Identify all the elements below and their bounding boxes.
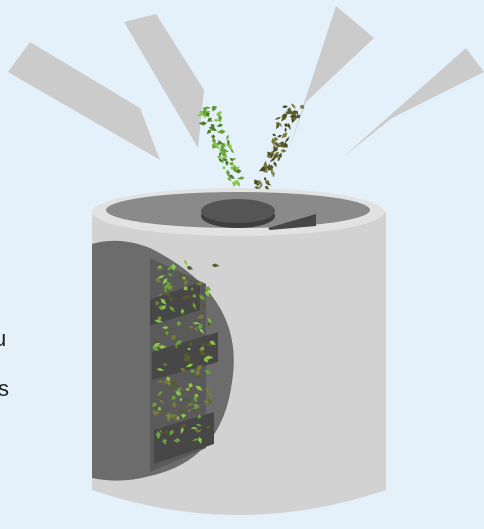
light-ray-icon [342, 48, 484, 158]
leaf-flake [284, 136, 289, 143]
leaf-flake [275, 117, 282, 120]
leaf-flake [272, 134, 276, 137]
leaf-flake [222, 166, 225, 169]
leaf-flake [215, 144, 220, 149]
leaf-flake [231, 176, 234, 179]
clipped-text-fragment: s [0, 378, 9, 400]
leaf-flake [300, 105, 304, 109]
leaf-flake [275, 152, 280, 155]
leaf-flake [230, 148, 234, 154]
green-herb-stream-icon [197, 106, 245, 187]
center-cap [201, 199, 275, 223]
herb-grinder-icon [92, 188, 386, 515]
leaf-flake [217, 129, 226, 134]
leaf-flake [229, 162, 233, 166]
leaf-flake [222, 152, 227, 156]
leaf-flake [216, 124, 223, 127]
leaf-flake [284, 127, 286, 132]
leaf-flake [277, 135, 282, 137]
leaf-flake [237, 176, 245, 179]
leaf-flake [211, 134, 215, 139]
leaf-flake [217, 111, 223, 114]
light-ray-icon [288, 6, 374, 152]
leaf-flake [278, 153, 282, 160]
clipped-text-fragment: u [0, 328, 6, 350]
leaf-flake [207, 130, 211, 135]
leaf-flake [291, 103, 296, 108]
light-ray-icon [8, 42, 160, 160]
leaf-flake [282, 105, 288, 108]
leaf-flake [281, 133, 287, 139]
leaf-flake [264, 177, 267, 181]
leaf-flake [217, 156, 223, 159]
leaf-flake [226, 169, 230, 177]
leaf-flake [236, 181, 240, 187]
leaf-flake [230, 158, 233, 161]
leaf-flake [274, 161, 277, 167]
brown-herb-stream-icon [254, 103, 304, 189]
leaf-flake [281, 149, 287, 153]
leaf-flake [288, 123, 291, 131]
light-rays [8, 6, 484, 160]
leaf-flake [225, 160, 229, 166]
